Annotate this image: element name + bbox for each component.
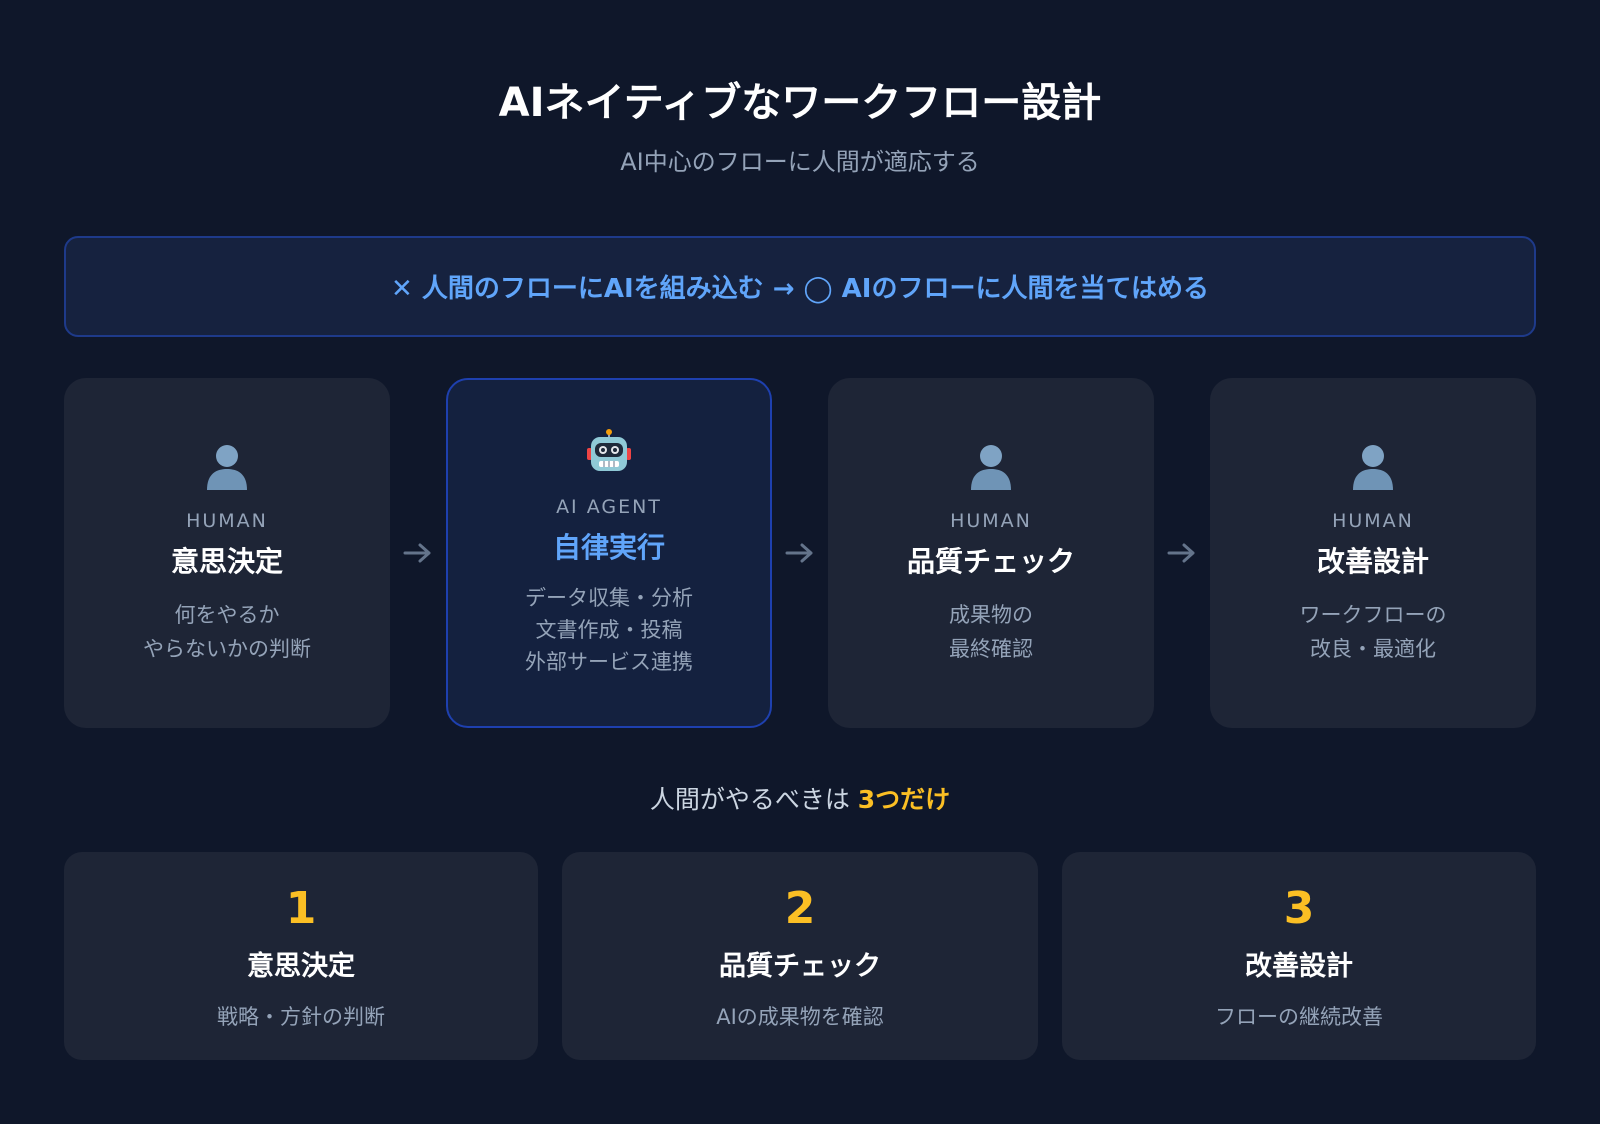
step-name: 品質チェック <box>906 545 1075 578</box>
summary-card-description: AIの成果物を確認 <box>716 1005 884 1029</box>
step-name: 自律実行 <box>552 531 665 564</box>
step-name: 意思決定 <box>170 545 283 578</box>
arrow-right-icon <box>390 528 446 578</box>
step-card-quality-check: HUMAN 品質チェック 成果物の 最終確認 <box>828 378 1154 728</box>
step-card-decision: HUMAN 意思決定 何をやるか やらないかの判断 <box>64 378 390 728</box>
step-description: 何をやるか やらないかの判断 <box>143 603 311 661</box>
step-description: データ収集・分析 文書作成・投稿 外部サービス連携 <box>525 586 693 674</box>
summary-card-title: 品質チェック <box>719 951 881 982</box>
summary-card-number: 1 <box>285 883 317 934</box>
arrow-right-icon <box>772 528 828 578</box>
step-description: 成果物の 最終確認 <box>949 603 1033 661</box>
summary-card-3: 3 改善設計 フローの継続改善 <box>1062 852 1536 1060</box>
workflow-steps: HUMAN 意思決定 何をやるか やらないかの判断 <box>64 378 1536 728</box>
person-icon <box>207 445 247 490</box>
summary-card-description: 戦略・方針の判断 <box>217 1005 385 1029</box>
principle-banner: ✕ 人間のフローにAIを組み込む → ◯ AIのフローに人間を当てはめる <box>64 236 1536 337</box>
step-description: ワークフローの 改良・最適化 <box>1299 603 1447 661</box>
page-subtitle: AI中心のフローに人間が適応する <box>620 148 980 176</box>
summary-card-title: 意思決定 <box>247 951 355 982</box>
principle-banner-text: ✕ 人間のフローにAIを組み込む → ◯ AIのフローに人間を当てはめる <box>391 274 1209 304</box>
arrow-right-icon <box>1154 528 1210 578</box>
summary-card-title: 改善設計 <box>1245 951 1353 982</box>
page-title: AIネイティブなワークフロー設計 <box>498 80 1102 126</box>
summary-heading-accent: 3つだけ <box>857 785 951 814</box>
person-icon <box>1353 445 1393 490</box>
summary-card-number: 3 <box>1283 883 1315 934</box>
step-role: HUMAN <box>1332 510 1414 532</box>
step-name: 改善設計 <box>1316 545 1429 578</box>
robot-icon <box>587 429 631 471</box>
summary-card-number: 2 <box>784 883 816 934</box>
step-role: HUMAN <box>950 510 1032 532</box>
step-role: AI AGENT <box>556 496 662 518</box>
step-card-autonomous-execution: AI AGENT 自律実行 データ収集・分析 文書作成・投稿 外部サービス連携 <box>446 378 772 728</box>
summary-heading-text: 人間がやるべきは <box>649 785 858 814</box>
summary-heading: 人間がやるべきは 3つだけ <box>0 780 1600 816</box>
summary-card-2: 2 品質チェック AIの成果物を確認 <box>562 852 1038 1060</box>
person-icon <box>971 445 1011 490</box>
step-card-improvement-design: HUMAN 改善設計 ワークフローの 改良・最適化 <box>1210 378 1536 728</box>
step-role: HUMAN <box>186 510 268 532</box>
summary-card-1: 1 意思決定 戦略・方針の判断 <box>64 852 538 1060</box>
summary-card-description: フローの継続改善 <box>1215 1005 1383 1029</box>
